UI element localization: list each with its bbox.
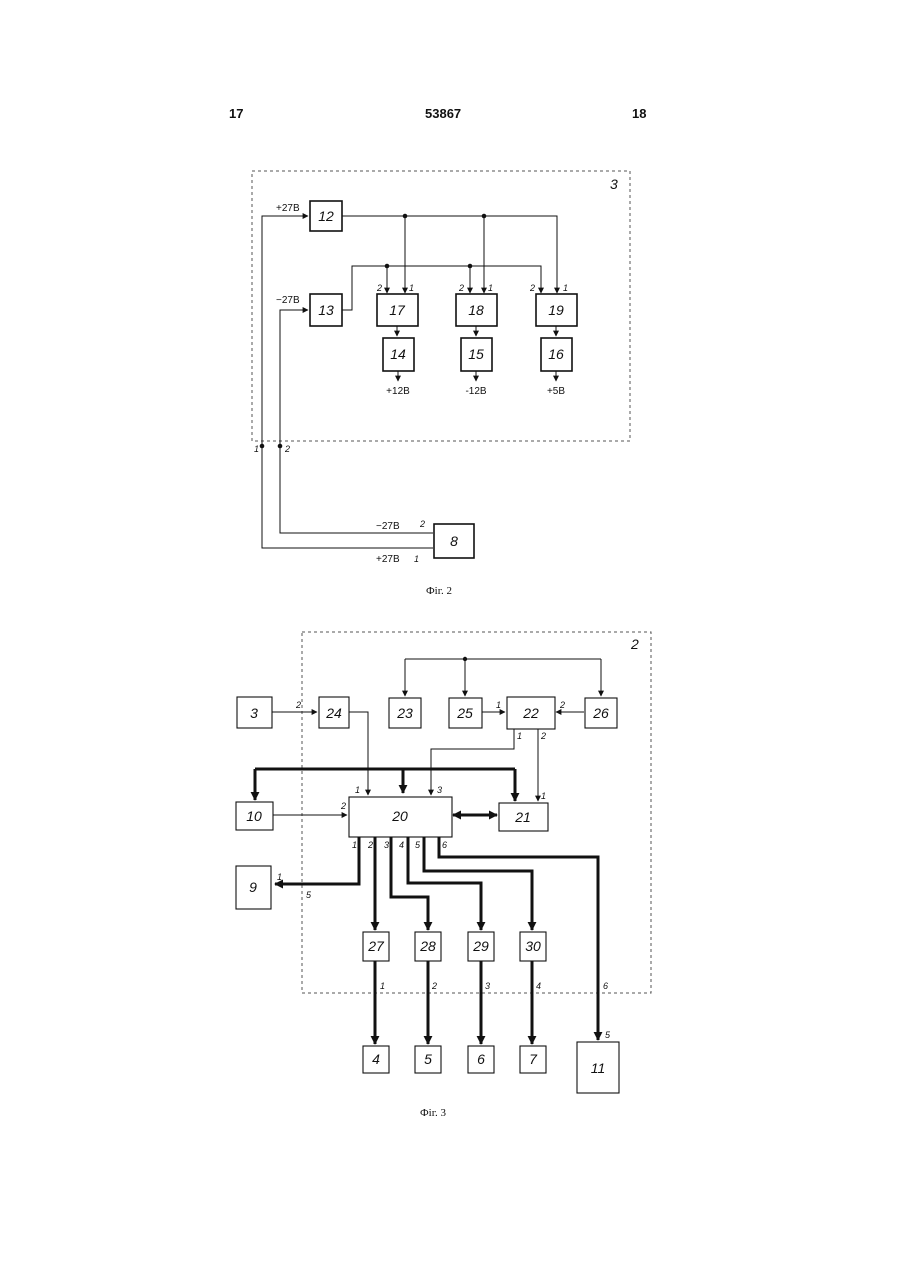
pin-label: 1 [352, 840, 357, 850]
fig2-caption: Фіг. 2 [409, 585, 469, 597]
pin-label: 2 [284, 444, 290, 454]
fig2-diagram: 3 12 13 17 18 19 14 15 [252, 171, 630, 565]
junction-dot [468, 264, 473, 269]
pin-label: 4 [399, 840, 404, 850]
junction-dot [403, 214, 408, 219]
block-19-label: 19 [548, 302, 564, 318]
bus-20-to-29 [408, 837, 481, 930]
block-29-label: 29 [472, 938, 489, 954]
block-22-label: 22 [522, 705, 539, 721]
fig2-frame-label: 3 [610, 176, 618, 192]
block-15-label: 15 [468, 346, 484, 362]
pin-label: 2 [340, 801, 346, 811]
block-26-label: 26 [592, 705, 609, 721]
pin-label: 2 [540, 731, 546, 741]
pin-label: 1 [380, 981, 385, 991]
frame-entry-dot [260, 444, 265, 449]
block-30-label: 30 [525, 938, 541, 954]
pin-label: 1 [496, 700, 501, 710]
bus-12-to-19 [342, 216, 557, 293]
block-5-label: 5 [424, 1051, 432, 1067]
frame-entry-dot [278, 444, 283, 449]
pin-label: 2 [458, 283, 464, 293]
pin-label: 6 [442, 840, 447, 850]
block-25-label: 25 [456, 705, 473, 721]
block-7-label: 7 [529, 1051, 538, 1067]
block-21-label: 21 [514, 809, 531, 825]
pin-label: 4 [536, 981, 541, 991]
input-plus27-label: +27В [276, 203, 300, 214]
pin-label: 1 [409, 283, 414, 293]
block-13-label: 13 [318, 302, 334, 318]
block-12-label: 12 [318, 208, 334, 224]
block-11-label: 11 [591, 1060, 606, 1076]
block-16-label: 16 [548, 346, 564, 362]
fig3-caption: Фіг. 3 [403, 1107, 463, 1119]
block-17-label: 17 [389, 302, 406, 318]
block-27-label: 27 [367, 938, 385, 954]
output-plus12-label: +12В [386, 386, 410, 397]
block-24-label: 24 [325, 705, 342, 721]
block-8-label: 8 [450, 533, 458, 549]
block-10-label: 10 [246, 808, 262, 824]
source-plus27-label: +27В [376, 554, 400, 565]
block-23-label: 23 [396, 705, 413, 721]
bus-20-to-9 [275, 837, 359, 884]
block-20-label: 20 [391, 808, 408, 824]
pin-label: 1 [355, 785, 360, 795]
pin-label: 1 [277, 872, 282, 882]
junction-dot [482, 214, 487, 219]
output-plus5-label: +5В [547, 386, 565, 397]
bus-13-to-19 [342, 266, 541, 310]
pin-label: 3 [437, 785, 442, 795]
pin-label: 6 [603, 981, 608, 991]
block-9-label: 9 [249, 879, 257, 895]
pin-label: 2 [529, 283, 535, 293]
pin-label: 1 [541, 791, 546, 801]
pin-label: 2 [376, 283, 382, 293]
wire-24-to-20 [348, 712, 368, 795]
pin-label: 1 [414, 554, 419, 564]
pin-label: 3 [485, 981, 490, 991]
pin-label: 2 [419, 519, 425, 529]
fig3-diagram: 2 3 24 23 2 [236, 632, 651, 1093]
pin-label: 1 [517, 731, 522, 741]
pin-label: 5 [415, 840, 421, 850]
block-18-label: 18 [468, 302, 484, 318]
input-minus27-label: −27В [276, 295, 300, 306]
block-28-label: 28 [419, 938, 436, 954]
output-minus12-label: -12В [465, 386, 486, 397]
pin-label: 5 [605, 1030, 611, 1040]
pin-label: 2 [559, 700, 565, 710]
block-6-label: 6 [477, 1051, 485, 1067]
pin-label: 1 [488, 283, 493, 293]
bus-20-to-11 [439, 837, 598, 1040]
block-14-label: 14 [390, 346, 406, 362]
pin-label: 1 [254, 444, 259, 454]
pin-label: 3 [384, 840, 389, 850]
block-4-label: 4 [372, 1051, 380, 1067]
pin-label: 2 [367, 840, 373, 850]
wire-22-to-20 [431, 729, 514, 795]
pin-label: 1 [563, 283, 568, 293]
source-minus27-label: −27В [376, 521, 400, 532]
pin-label: 2 [431, 981, 437, 991]
junction-dot [385, 264, 390, 269]
block-3-label: 3 [250, 705, 258, 721]
pin-label: 2 [295, 700, 301, 710]
fig3-frame-label: 2 [630, 636, 639, 652]
pin-label: 5 [306, 890, 312, 900]
